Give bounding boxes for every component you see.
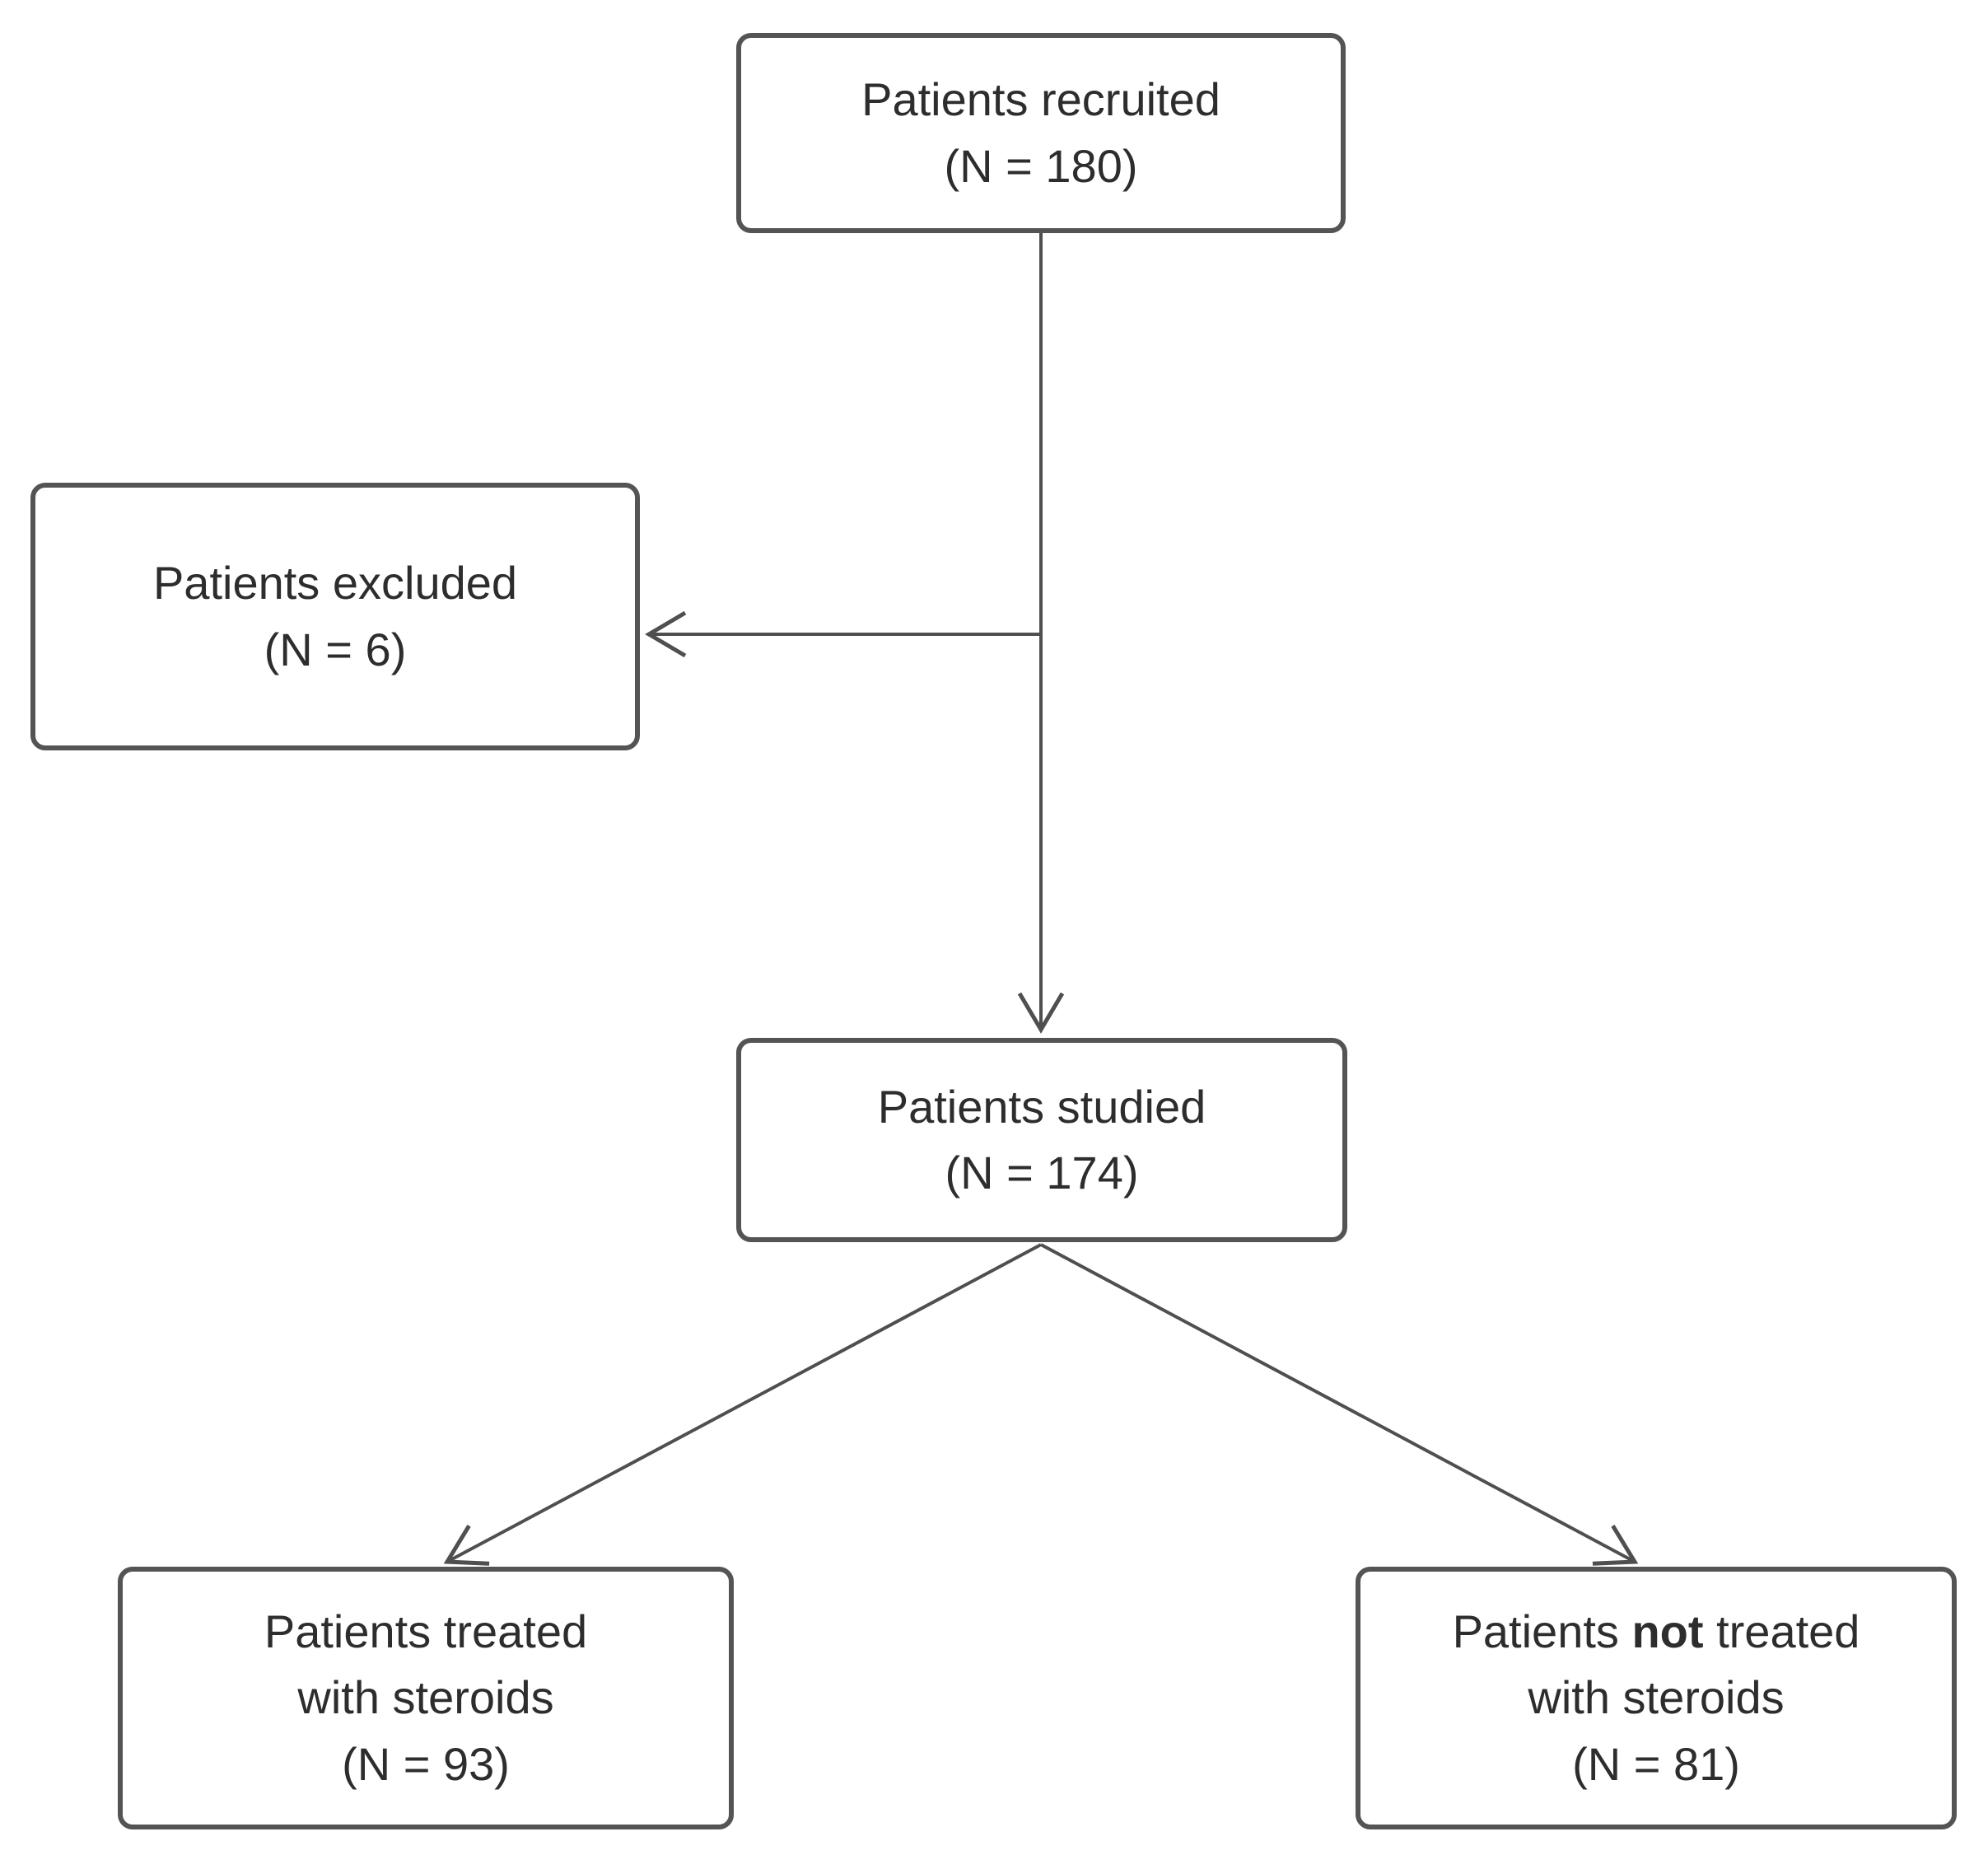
node-title: Patients not treated (1453, 1599, 1860, 1665)
node-count: (N = 81) (1572, 1737, 1740, 1790)
node-patients-recruited: Patients recruited (N = 180) (736, 33, 1346, 233)
node-title: Patients treated (264, 1605, 588, 1658)
arrow-studied-to-treated (443, 1243, 1042, 1566)
arrow-studied-to-not-treated (1040, 1243, 1639, 1566)
node-title: Patients recruited (861, 73, 1220, 126)
node-patients-excluded: Patients excluded (N = 6) (30, 483, 640, 750)
title-text-post: treated (1716, 1605, 1860, 1658)
title-bold-not: not (1631, 1605, 1704, 1658)
node-count: (N = 180) (944, 139, 1138, 192)
title-text-pre: Patients (1452, 1605, 1619, 1658)
node-subtitle: with steroids (297, 1671, 554, 1724)
node-title: Patients studied (877, 1080, 1206, 1133)
node-subtitle: with steroids (1528, 1671, 1785, 1724)
node-count: (N = 93) (342, 1737, 510, 1790)
node-patients-studied: Patients studied (N = 174) (736, 1038, 1347, 1242)
node-patients-treated-with-steroids: Patients treated with steroids (N = 93) (118, 1567, 734, 1829)
node-count: (N = 6) (264, 623, 407, 675)
node-title: Patients excluded (152, 557, 518, 610)
node-patients-not-treated-with-steroids: Patients not treated with steroids (N = … (1356, 1567, 1957, 1829)
node-count: (N = 174) (945, 1147, 1139, 1198)
